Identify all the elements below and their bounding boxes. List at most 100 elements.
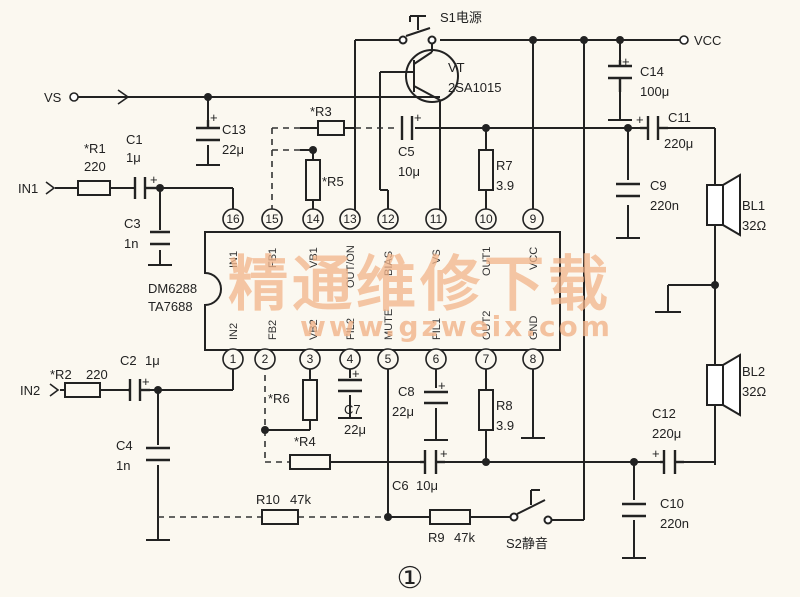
label-r8-val: 3.9 — [496, 418, 514, 433]
label-c8: C8 — [398, 384, 415, 399]
pin-label-vb1: VB1 — [308, 247, 320, 268]
label-c6: C6 — [392, 478, 409, 493]
plus-c8: + — [438, 378, 446, 393]
switch-s1 — [398, 15, 437, 45]
label-r9-val: 47k — [454, 530, 475, 545]
pin-5-number: 5 — [385, 352, 392, 366]
label-r1-val: 220 — [84, 159, 106, 174]
capacitors — [128, 60, 684, 518]
pin-4-number: 4 — [347, 352, 354, 366]
pin-13-number: 13 — [343, 212, 357, 226]
label-r5: *R5 — [322, 174, 344, 189]
label-r10: R10 — [256, 492, 280, 507]
label-bl1-val: 32Ω — [742, 218, 766, 233]
label-c10: C10 — [660, 496, 684, 511]
pin-label-gnd: GND — [528, 316, 540, 341]
ic-pins-bottom — [222, 348, 544, 370]
label-c12-val: 220μ — [652, 426, 681, 441]
pin-label-fil2: FIL2 — [345, 318, 357, 340]
pin-15-number: 15 — [265, 212, 279, 226]
pin-label-fb1: FB1 — [267, 248, 279, 268]
label-c9-val: 220n — [650, 198, 679, 213]
label-c13-val: 22μ — [222, 142, 244, 157]
label-c3: C3 — [124, 216, 141, 231]
plus-c6: + — [440, 446, 448, 461]
chip-name-2: TA7688 — [148, 299, 193, 314]
plus-c5: + — [414, 110, 422, 125]
watermark-text: 精通维修下载 — [228, 250, 612, 320]
label-vt: VT — [448, 60, 465, 75]
pin-3-number: 3 — [307, 352, 314, 366]
label-r2: *R2 — [50, 367, 72, 382]
label-vt-model: 2SA1015 — [448, 80, 502, 95]
signal-arrows — [45, 89, 130, 397]
pin-label-bias: BIAS — [383, 251, 395, 276]
resistors — [64, 120, 494, 525]
label-c8-val: 22μ — [392, 404, 414, 419]
label-c11: C11 — [668, 110, 691, 125]
pin-numbers-bottom: 1 2 3 4 5 6 7 8 — [230, 352, 537, 366]
chip-name-1: DM6288 — [148, 281, 197, 296]
label-c12: C12 — [652, 406, 676, 421]
label-c1: C1 — [126, 132, 143, 147]
label-c13: C13 — [222, 122, 246, 137]
label-c1-val: 1μ — [126, 150, 141, 165]
watermark-url: www.gzweix.com — [300, 310, 613, 343]
label-c9: C9 — [650, 178, 667, 193]
label-r4: *R4 — [294, 434, 316, 449]
label-c6-val: 10μ — [416, 478, 438, 493]
label-r8: R8 — [496, 398, 513, 413]
plus-c11: + — [636, 112, 644, 127]
label-r10-val: 47k — [290, 492, 311, 507]
label-r7: R7 — [496, 158, 513, 173]
pin-16-number: 16 — [226, 212, 240, 226]
label-c5-val: 10μ — [398, 164, 420, 179]
pin-label-in2: IN2 — [228, 323, 240, 340]
label-c4-val: 1n — [116, 458, 130, 473]
ground-symbols — [146, 119, 681, 559]
pin-7-number: 7 — [483, 352, 490, 366]
label-bl2: BL2 — [742, 364, 765, 379]
pin-label-out2: OUT2 — [481, 311, 493, 340]
switch-s2 — [509, 489, 553, 525]
pin-label-out1: OUT1 — [481, 247, 493, 276]
pin-6-number: 6 — [433, 352, 440, 366]
label-r3: *R3 — [310, 104, 332, 119]
polarity-marks: + + + + + + + + + + — [142, 54, 660, 461]
label-c4: C4 — [116, 438, 133, 453]
terminal-in2: IN2 — [20, 383, 40, 398]
plus-c13: + — [210, 110, 218, 125]
label-r7-val: 3.9 — [496, 178, 514, 193]
plus-c7: + — [352, 366, 360, 381]
label-c14-val: 100μ — [640, 84, 669, 99]
label-c7-val: 22μ — [344, 422, 366, 437]
label-bl2-val: 32Ω — [742, 384, 766, 399]
label-c11-val: 220μ — [664, 136, 693, 151]
pin-label-fil1: FIL1 — [431, 318, 443, 340]
label-r9: R9 — [428, 530, 445, 545]
pin-1-number: 1 — [230, 352, 237, 366]
component-labels: S1电源 VT 2SA1015 *R1 220 C1 1μ C3 1n C13 … — [50, 10, 766, 551]
speakers — [706, 173, 741, 417]
pin-labels-bottom: IN2 FB2 VB2 FIL2 MUTE FIL1 OUT2 GND — [228, 309, 540, 340]
pin-label-fb2: FB2 — [267, 320, 279, 340]
label-c2-val: 1μ — [145, 353, 160, 368]
pin-numbers-top: 16 15 14 13 12 11 10 9 — [226, 212, 536, 226]
terminal-in1: IN1 — [18, 181, 38, 196]
pin-2-number: 2 — [262, 352, 269, 366]
label-r6: *R6 — [268, 391, 290, 406]
pin-12-number: 12 — [381, 212, 395, 226]
label-c2: C2 — [120, 353, 137, 368]
pin-label-vb2: VB2 — [308, 319, 320, 340]
pin-9-number: 9 — [530, 212, 537, 226]
pin-label-vcc: VCC — [528, 247, 540, 270]
label-bl1: BL1 — [742, 198, 765, 213]
plus-c14: + — [622, 54, 630, 69]
plus-c2: + — [142, 374, 150, 389]
terminal-vcc: VCC — [694, 33, 721, 48]
label-r1: *R1 — [84, 141, 106, 156]
junction-dots — [154, 36, 719, 521]
pin-10-number: 10 — [479, 212, 493, 226]
terminal-vs: VS — [44, 90, 62, 105]
pin-14-number: 14 — [306, 212, 320, 226]
